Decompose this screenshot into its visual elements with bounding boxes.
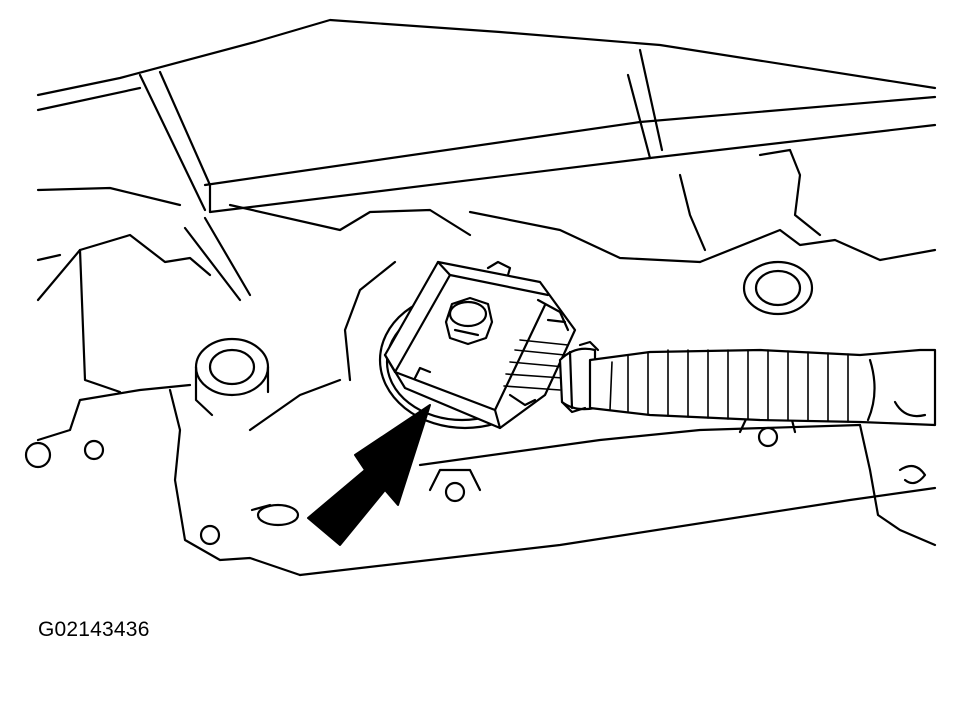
pointer-arrow [307,404,431,546]
wiring-harness [588,348,937,485]
electrical-connector [383,260,577,430]
housing-bosses [24,260,814,546]
wire-bundle [503,339,569,391]
upper-housing [36,18,937,302]
connector-bolt [444,296,494,346]
figure-caption: G02143436 [38,618,150,641]
lower-housing [36,148,937,577]
